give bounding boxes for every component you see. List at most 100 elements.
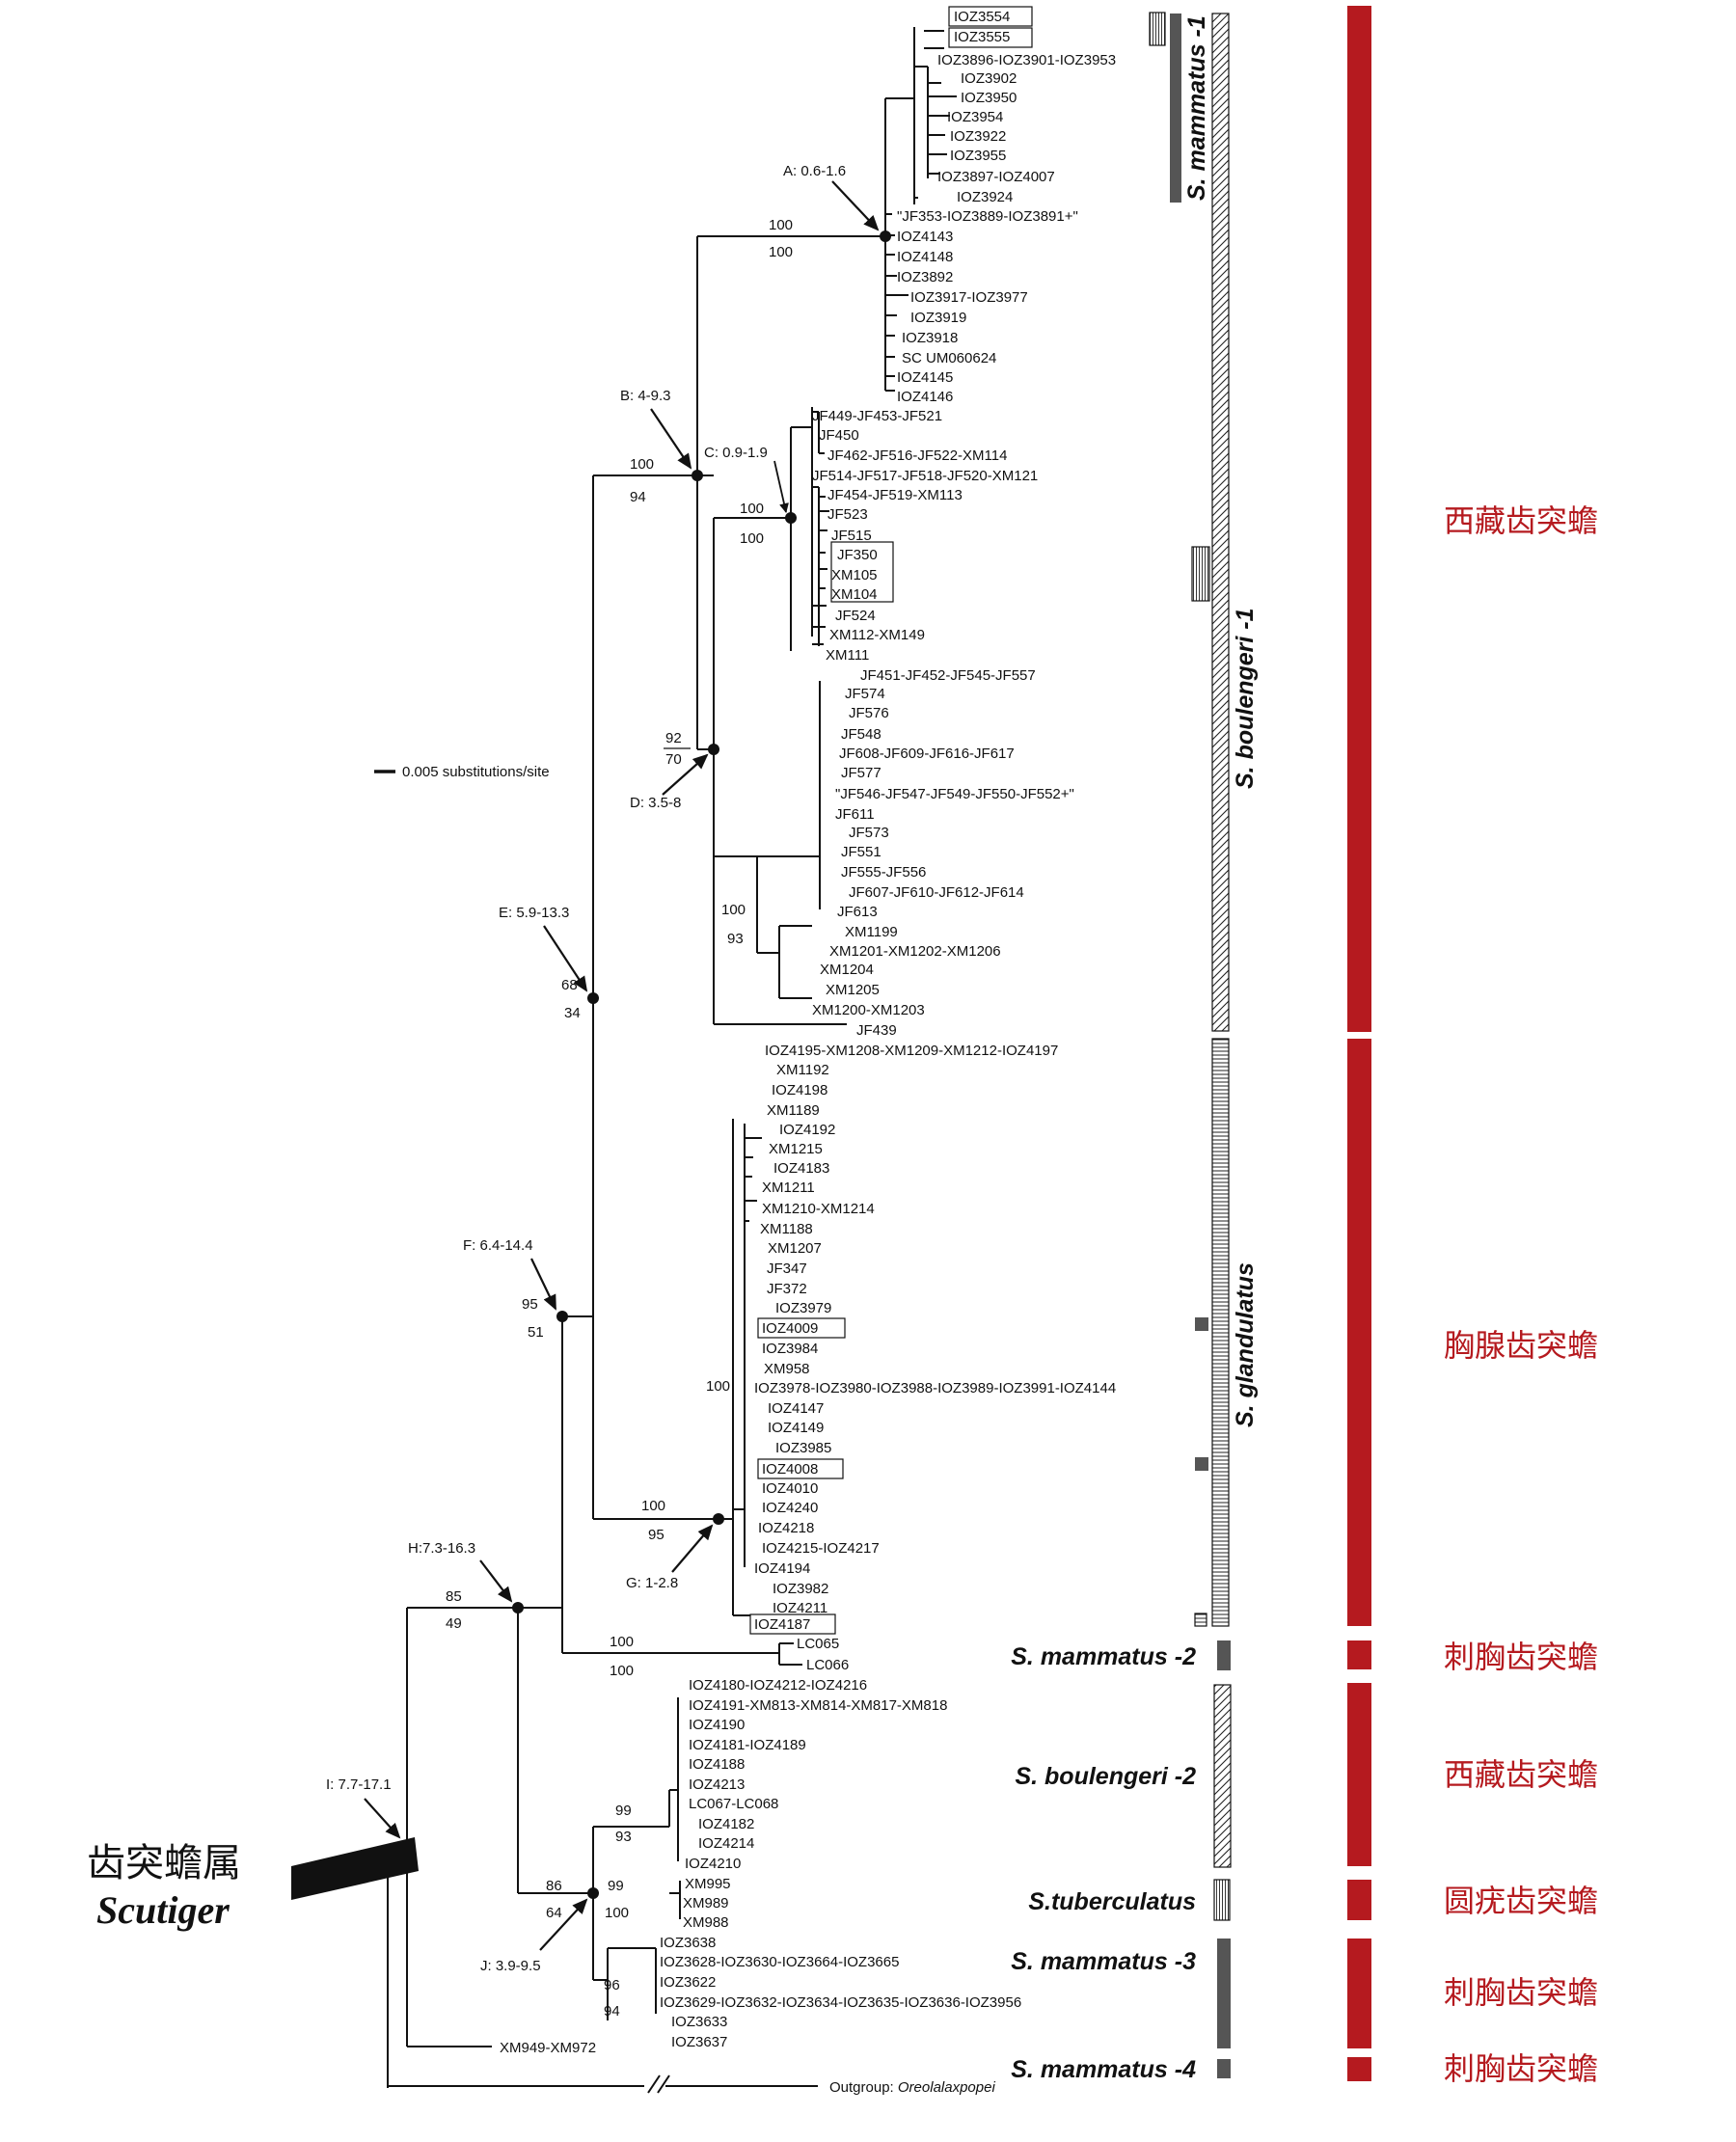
leaf-label: JF607-JF610-JF612-JF614 <box>849 884 1024 901</box>
leaf-label: XM112-XM149 <box>829 627 925 643</box>
node-G-dot <box>713 1513 724 1525</box>
species-bar <box>1347 2057 1371 2081</box>
leaf-label: JF611 <box>835 806 875 823</box>
leaf-label: IOZ4147 <box>768 1400 824 1417</box>
leaf-label: IOZ4183 <box>773 1160 829 1177</box>
node-D-sub <box>757 681 821 999</box>
character-box <box>1149 12 1166 46</box>
leaf-label: JF524 <box>835 608 876 624</box>
species-name-cn: 圆疣齿突蟾 <box>1444 1883 1598 1919</box>
leaf-label: IOZ3985 <box>775 1440 831 1456</box>
leaf-label: XM949-XM972 <box>500 2040 596 2056</box>
node-F-arrow <box>530 1258 556 1311</box>
leaf-label: LC065 <box>797 1636 839 1652</box>
scale-bar: 0.005 substitutions/site <box>374 764 550 780</box>
leaf-label: "JF353-IOZ3889-IOZ3891+" <box>897 208 1078 225</box>
character-bar-dark <box>1217 1939 1231 2048</box>
leaf-label: JF613 <box>837 904 878 920</box>
leaf-label: IOZ3555 <box>954 29 1010 45</box>
genus-label: 齿突蟾属 Scutiger <box>87 1837 419 1932</box>
support-B2-bottom: 93 <box>615 1829 632 1845</box>
support-E-top: 68 <box>561 977 578 993</box>
clade-name: S. boulengeri -2 <box>1015 1763 1196 1790</box>
node-G-label: G: 1-2.8 <box>626 1575 678 1591</box>
species-name-cn: 西藏齿突蟾 <box>1444 502 1598 539</box>
tree-branches <box>387 27 957 2094</box>
node-J-label: J: 3.9-9.5 <box>480 1958 541 1974</box>
support-G2-top: 100 <box>706 1378 730 1395</box>
leaf-label: IOZ4008 <box>762 1461 818 1478</box>
leaf-label: IOZ4188 <box>689 1756 745 1773</box>
clade-name: S. boulengeri -1 <box>1232 608 1259 789</box>
leaf-label: XM1188 <box>760 1221 813 1237</box>
support-J-bottom: 64 <box>546 1905 562 1921</box>
support-B-top: 100 <box>630 456 654 473</box>
leaf-label: XM995 <box>685 1876 731 1892</box>
species-name-cn: 刺胸齿突蟾 <box>1444 2050 1598 2087</box>
character-box-dark <box>1195 1317 1208 1331</box>
leaf-label: JF454-JF519-XM113 <box>827 487 963 503</box>
genus-wedge <box>291 1837 419 1900</box>
highlight-box <box>757 1317 846 1339</box>
leaf-label: IOZ3918 <box>902 330 958 346</box>
leaf-label: JF514-JF517-JF518-JF520-XM121 <box>812 468 1038 484</box>
support-D2-bottom: 93 <box>727 931 744 947</box>
support-B-bottom: 94 <box>630 489 646 505</box>
leaf-label: XM989 <box>683 1895 729 1912</box>
clade-names: S. mammatus -1 S. boulengeri -1 S. gland… <box>1011 15 1259 2083</box>
support-A-bottom: 100 <box>769 244 793 260</box>
node-B-arrow <box>650 408 692 470</box>
scale-bar-label: 0.005 substitutions/site <box>402 764 550 780</box>
leaf-label: IOZ3554 <box>954 9 1010 25</box>
leaf-label: IOZ4214 <box>698 1835 754 1852</box>
leaf-label: JF523 <box>827 506 868 523</box>
species-name-cn: 胸腺齿突蟾 <box>1444 1327 1598 1364</box>
support-J-top: 86 <box>546 1878 562 1894</box>
leaf-label: IOZ3955 <box>950 148 1006 164</box>
leaf-label: JF451-JF452-JF545-JF557 <box>860 667 1036 684</box>
node-C-branches <box>790 407 829 651</box>
node-F-label: F: 6.4-14.4 <box>463 1237 533 1254</box>
leaf-label: XM105 <box>831 567 878 583</box>
leaf-label: IOZ4187 <box>754 1616 810 1633</box>
leaf-label: "JF546-JF547-JF549-JF550-JF552+" <box>835 786 1074 802</box>
leaf-label: IOZ3950 <box>961 90 1017 106</box>
leaf-label: IOZ4146 <box>897 389 953 405</box>
support-M3-top: 96 <box>604 1977 620 1993</box>
leaf-label: IOZ4182 <box>698 1816 754 1832</box>
leaf-label: IOZ3984 <box>762 1341 818 1357</box>
support-H-top: 85 <box>446 1588 462 1605</box>
leaf-label: XM104 <box>831 586 878 603</box>
leaf-label: XM1204 <box>820 962 874 978</box>
support-D-bottom: 70 <box>665 751 682 768</box>
support-TUB-top: 99 <box>608 1878 624 1894</box>
leaf-label: XM1192 <box>776 1062 829 1078</box>
node-D-dot <box>708 744 719 755</box>
support-A-top: 100 <box>769 217 793 233</box>
species-bar <box>1347 1880 1371 1920</box>
support-M3-bottom: 94 <box>604 2003 620 2020</box>
node-D-arrow <box>662 753 709 796</box>
leaf-label: IOZ3979 <box>775 1300 831 1316</box>
node-I-label: I: 7.7-17.1 <box>326 1776 392 1793</box>
character-box <box>1191 546 1210 602</box>
leaf-label: IOZ3896-IOZ3901-IOZ3953 <box>937 52 1116 68</box>
leaf-label: XM958 <box>764 1361 810 1377</box>
clade-name: S. glandulatus <box>1232 1262 1259 1427</box>
support-C-top: 100 <box>740 501 764 517</box>
support-F-bottom: 51 <box>528 1324 544 1341</box>
highlight-box <box>948 27 1033 48</box>
leaf-label: JF574 <box>845 686 885 702</box>
leaf-label: IOZ3638 <box>660 1935 716 1951</box>
leaf-label: JF573 <box>849 825 889 841</box>
leaf-label: IOZ3978-IOZ3980-IOZ3988-IOZ3989-IOZ3991-… <box>754 1380 1116 1396</box>
leaf-label: XM1199 <box>845 924 898 940</box>
clade-name: S. mammatus -2 <box>1011 1643 1196 1670</box>
leaf-label: XM1205 <box>826 982 880 998</box>
node-boulengeri2-branches <box>668 1697 681 1919</box>
leaf-label: IOZ4210 <box>685 1856 741 1872</box>
support-LC-top: 100 <box>610 1634 634 1650</box>
support-E-bottom: 34 <box>564 1005 581 1021</box>
support-C-bottom: 100 <box>740 530 764 547</box>
support-D-top: 92 <box>665 730 682 746</box>
